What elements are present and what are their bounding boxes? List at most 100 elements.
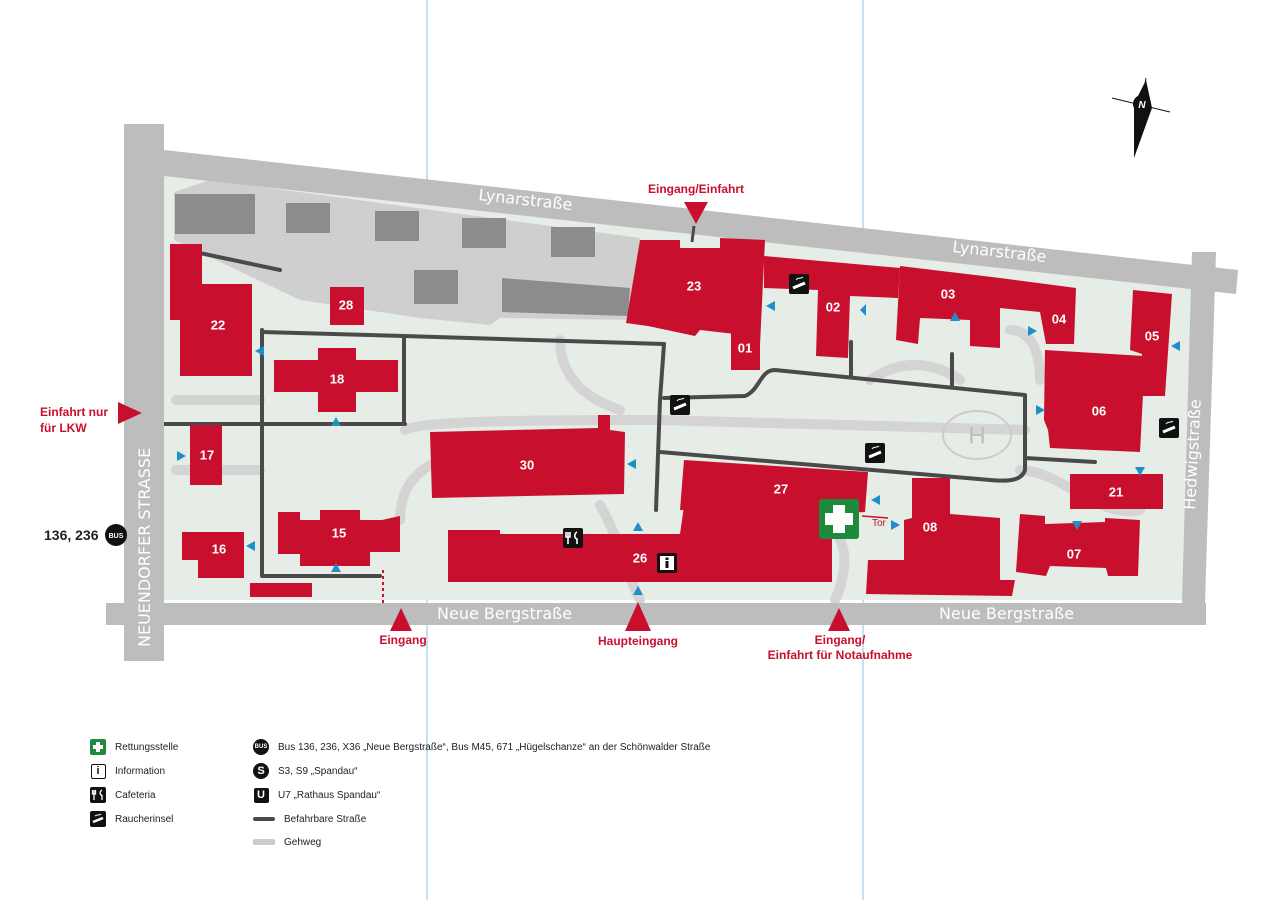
building-label: 06 bbox=[1092, 403, 1106, 418]
entrance-label-lkw: für LKW bbox=[40, 421, 87, 435]
tor-line bbox=[861, 515, 889, 519]
arrow-icon bbox=[871, 495, 880, 505]
legend-item-befahrbar: Befahrbare Straße bbox=[253, 811, 366, 827]
arrow-icon bbox=[1135, 467, 1145, 476]
entrance-label-lynar: Eingang/Einfahrt bbox=[648, 182, 744, 196]
u-badge: U bbox=[253, 787, 269, 803]
entrance-marker-lkw bbox=[118, 402, 142, 424]
information-icon bbox=[657, 553, 677, 573]
street-label-neue-berg: Neue Bergstraße bbox=[939, 604, 1074, 623]
lynarstrasse bbox=[164, 150, 1238, 294]
arrow-icon bbox=[246, 541, 255, 551]
u-bahn-icon: U bbox=[253, 787, 269, 803]
arrow-icon bbox=[891, 520, 900, 530]
building-label: 08 bbox=[923, 519, 937, 534]
legend-label: Rettungsstelle bbox=[115, 741, 179, 753]
raucherinsel-icon bbox=[1159, 418, 1179, 438]
arrow-icon bbox=[950, 312, 960, 321]
entrance-label-eingang: Eingang bbox=[379, 633, 426, 647]
arrow-icon bbox=[860, 304, 866, 316]
building-15 bbox=[278, 510, 400, 566]
drivable-roads bbox=[162, 246, 1097, 578]
bus-icon: BUS bbox=[253, 739, 269, 755]
street-label-neuendorfer: NEUENDORFER STRASSE bbox=[135, 448, 154, 647]
building-label: 03 bbox=[941, 286, 955, 301]
building-label: 18 bbox=[330, 371, 344, 386]
entrance-label-notaufnahme: Einfahrt für Notaufnahme bbox=[768, 648, 913, 662]
building-label: 21 bbox=[1109, 484, 1123, 499]
building-label: 05 bbox=[1145, 328, 1159, 343]
legend-item-rettungsstelle: Rettungsstelle bbox=[90, 739, 178, 755]
arrow-icon bbox=[633, 522, 643, 531]
building-small bbox=[250, 583, 312, 597]
legend-label: S3, S9 „Spandau“ bbox=[278, 765, 358, 777]
entrance-label-notaufnahme: Eingang/ bbox=[815, 633, 866, 647]
parking-lot bbox=[551, 227, 595, 257]
cafeteria-icon bbox=[563, 528, 583, 548]
information-icon: i bbox=[90, 763, 106, 779]
building-06 bbox=[1044, 350, 1145, 452]
entrance-marker-notaufnahme bbox=[828, 608, 850, 631]
arrow-icon bbox=[633, 586, 643, 595]
helipad-label: H bbox=[968, 422, 985, 449]
legend-label: Raucherinsel bbox=[115, 813, 174, 825]
s-badge: S bbox=[253, 763, 269, 779]
s-bahn-icon: S bbox=[253, 763, 269, 779]
cafeteria-icon bbox=[90, 787, 106, 803]
arrow-icon bbox=[766, 301, 775, 311]
bus-icon-label: BUS bbox=[109, 533, 124, 540]
building-label: 26 bbox=[633, 550, 647, 565]
legend-label: Cafeteria bbox=[115, 789, 156, 801]
building-label: 17 bbox=[200, 447, 214, 462]
building-label: 28 bbox=[339, 297, 353, 312]
entrance-label-haupteingang: Haupteingang bbox=[598, 634, 678, 648]
building-03 bbox=[896, 266, 1000, 348]
rettungsstelle-icon bbox=[819, 499, 859, 539]
rettungsstelle-icon bbox=[90, 739, 106, 755]
legend-item-raucherinsel: Raucherinsel bbox=[90, 811, 173, 827]
parking-lot bbox=[414, 270, 458, 304]
legend-item-bus: BUS Bus 136, 236, X36 „Neue Bergstraße“,… bbox=[253, 739, 710, 755]
entrance-marker-lynar bbox=[684, 202, 708, 224]
legend-label: U7 „Rathaus Spandau“ bbox=[278, 789, 381, 801]
entrance-marker-haupteingang bbox=[625, 602, 651, 631]
building-label: 27 bbox=[774, 481, 788, 496]
building-07 bbox=[1016, 514, 1140, 576]
building-05 bbox=[1130, 290, 1172, 396]
building-28 bbox=[330, 287, 364, 325]
compass-icon: N bbox=[1111, 77, 1171, 158]
building-label: 30 bbox=[520, 457, 534, 472]
building-label: 07 bbox=[1067, 546, 1081, 561]
raucherinsel-icon bbox=[670, 395, 690, 415]
legend-label: Gehweg bbox=[284, 836, 322, 848]
raucherinsel-icon bbox=[789, 274, 809, 294]
bus-badge: BUS bbox=[253, 739, 269, 755]
info-badge: i bbox=[90, 763, 106, 779]
legend-item-cafeteria: Cafeteria bbox=[90, 787, 156, 803]
building-label: 23 bbox=[687, 278, 701, 293]
raucherinsel-icons bbox=[670, 274, 1179, 463]
arrow-icon bbox=[177, 451, 186, 461]
building-label: 22 bbox=[211, 317, 225, 332]
footpath-swatch bbox=[253, 834, 275, 850]
raucherinsel-icon bbox=[90, 811, 106, 827]
arrow-icon bbox=[1171, 341, 1180, 351]
building-22 bbox=[170, 244, 252, 376]
street-network bbox=[106, 124, 1238, 661]
neue-bergstrasse bbox=[106, 603, 1206, 625]
parking-lot bbox=[462, 218, 506, 248]
entrance-road bbox=[690, 225, 696, 243]
entrance-marker-eingang bbox=[390, 608, 412, 631]
building-label: 04 bbox=[1052, 311, 1067, 326]
arrow-icon bbox=[1072, 521, 1082, 530]
building-01 bbox=[731, 330, 760, 370]
building-16 bbox=[182, 532, 244, 578]
hedwigstrasse bbox=[1182, 252, 1216, 603]
legend-item-u-bahn: U U7 „Rathaus Spandau“ bbox=[253, 787, 380, 803]
legend-item-s-bahn: S S3, S9 „Spandau“ bbox=[253, 763, 358, 779]
tor-label: Tor bbox=[872, 518, 887, 529]
arrow-icon bbox=[1036, 405, 1045, 415]
building-04 bbox=[1000, 278, 1076, 344]
